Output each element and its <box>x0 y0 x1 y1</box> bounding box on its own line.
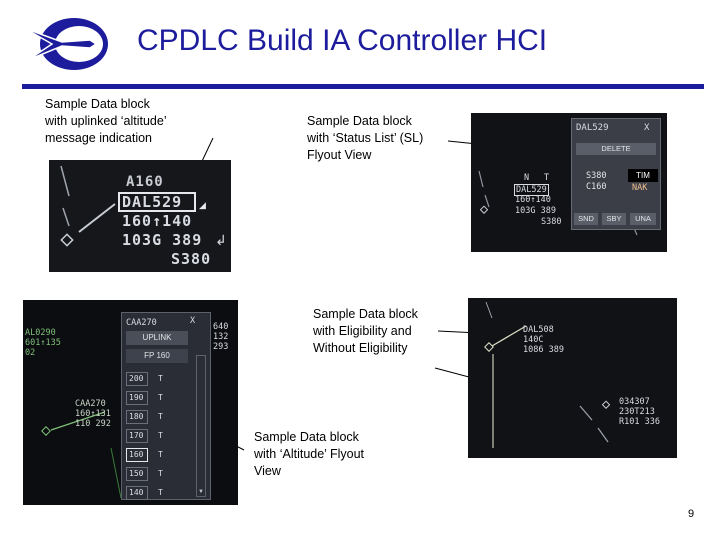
altitude-option-row[interactable]: 180 T <box>126 409 180 425</box>
track-lines <box>484 301 611 448</box>
altitude-value: 190 <box>129 393 144 402</box>
altitude-option-box <box>126 448 148 462</box>
track-callsign[interactable]: CAA270 <box>75 399 106 409</box>
t-indicator: T <box>544 173 550 183</box>
fp-button[interactable]: FP 160 <box>126 349 188 363</box>
altitude-value: 200 <box>129 374 144 383</box>
altitude-option-row[interactable]: 160 T <box>126 447 180 463</box>
eligible-line-2: 140C <box>523 335 544 345</box>
scroll-down-icon[interactable]: ▼ <box>198 489 204 495</box>
datablock-line-2: 160↑140 <box>515 195 551 205</box>
altitude-option-box <box>126 467 148 481</box>
flyout-callsign: DAL529 <box>576 123 609 133</box>
altitude-option-box <box>126 372 148 386</box>
right-block-line-2: 132 <box>213 332 229 342</box>
flyout-scrollbar[interactable]: ▼ <box>196 355 206 497</box>
track-lines <box>60 165 116 247</box>
eligible-line-3: 1086 389 <box>523 345 564 355</box>
caption-eligibility: Sample Data block with Eligibility and W… <box>313 307 418 355</box>
altitude-t-flag: T <box>158 393 163 402</box>
una-button[interactable]: UNA <box>630 213 656 225</box>
ineligible-line-3: R101 336 <box>619 417 660 427</box>
altitude-t-flag: T <box>158 431 163 440</box>
track-lines <box>41 411 122 499</box>
turn-arrow-icon: ↲ <box>215 232 227 248</box>
altitude-option-row[interactable]: 190 T <box>126 390 180 406</box>
datablock-eligibility-panel: DAL508 140C 1086 389 034307 230T213 R101… <box>468 298 677 458</box>
status-list-flyout: DAL529 X DELETE S380 C160 TIM NAK SND SB… <box>571 118 661 230</box>
caption-altitude-message: Sample Data block with uplinked ‘altitud… <box>45 97 167 145</box>
caption-altitude-flyout: Sample Data block with ‘Altitude’ Flyout… <box>254 430 364 478</box>
datablock-line-4: S380 <box>171 250 212 268</box>
uplink-triangle-icon: ◢ <box>199 200 206 210</box>
altitude-value: 180 <box>129 412 144 421</box>
track-line-3: 110 292 <box>75 419 111 429</box>
close-button[interactable]: X <box>644 123 650 133</box>
altitude-t-flag: T <box>158 450 163 459</box>
datablock-line-3: 103G 389 <box>515 206 556 216</box>
callsign[interactable]: DAL529 <box>514 184 549 196</box>
close-button[interactable]: X <box>190 316 196 326</box>
faa-logo <box>23 18 108 70</box>
n-indicator: N <box>524 173 530 183</box>
delete-button[interactable]: DELETE <box>576 143 656 155</box>
altitude-option-box <box>126 391 148 405</box>
altitude-option-box <box>126 429 148 443</box>
altitude-option-row[interactable]: 170 T <box>126 428 180 444</box>
message-clearance: C160 <box>586 182 607 192</box>
altitude-option-row[interactable]: 200 T <box>126 371 180 387</box>
left-block-line-1: AL0290 <box>25 328 56 338</box>
datablock-altitude-flyout-panel: AL0290 601↑135 02 CAA270 160↑131 110 292… <box>23 300 238 505</box>
eligible-callsign[interactable]: DAL508 <box>523 325 554 335</box>
altitude-value: 140 <box>129 488 144 497</box>
altitude-t-flag: T <box>158 469 163 478</box>
datablock-line-3: 103G 389 <box>122 231 203 249</box>
message-altitude: S380 <box>586 171 607 181</box>
callsign-highlight-box <box>118 192 196 212</box>
sby-button[interactable]: SBY <box>602 213 626 225</box>
altitude-option-box <box>126 486 148 500</box>
caption-status-list: Sample Data block with ‘Status List’ (SL… <box>307 114 424 162</box>
flyout-callsign: CAA270 <box>126 318 157 328</box>
ineligible-line-2: 230T213 <box>619 407 655 417</box>
altitude-t-flag: T <box>158 488 163 497</box>
track-line-2: 160↑131 <box>75 409 111 419</box>
left-block-line-2: 601↑135 <box>25 338 61 348</box>
altitude-value: 160 <box>129 450 144 459</box>
datablock-line-4: S380 <box>541 217 562 227</box>
altitude-option-row[interactable]: 140 T <box>126 485 180 501</box>
right-block-line-3: 293 <box>213 342 229 352</box>
ineligible-callsign[interactable]: 034307 <box>619 397 650 407</box>
title-rule <box>22 84 704 89</box>
nak-indicator: NAK <box>632 183 648 193</box>
altitude-value: 150 <box>129 469 144 478</box>
altitude-t-flag: T <box>158 374 163 383</box>
callsign[interactable]: DAL529 <box>122 193 183 211</box>
uplink-button[interactable]: UPLINK <box>126 331 188 345</box>
datablock-line-2: 160↑140 <box>122 212 193 230</box>
page-number: 9 <box>688 508 695 520</box>
right-block-line-1: 640 <box>213 322 229 332</box>
altitude-value: 170 <box>129 431 144 440</box>
datablock-altitude-message-panel: A160 DAL529 ◢ 160↑140 103G 389 ↲ S380 <box>49 160 231 272</box>
snd-button[interactable]: SND <box>574 213 598 225</box>
altitude-t-flag: T <box>158 412 163 421</box>
slide-title: CPDLC Build IA Controller HCI <box>137 24 548 57</box>
altitude-option-box <box>126 410 148 424</box>
datablock-status-list-panel: N T DAL529 160↑140 103G 389 S380 DAL529 … <box>471 113 667 252</box>
tim-indicator: TIM <box>628 169 658 182</box>
assigned-altitude: A160 <box>126 174 164 190</box>
left-block-line-3: 02 <box>25 348 36 358</box>
altitude-option-row[interactable]: 150 T <box>126 466 180 482</box>
